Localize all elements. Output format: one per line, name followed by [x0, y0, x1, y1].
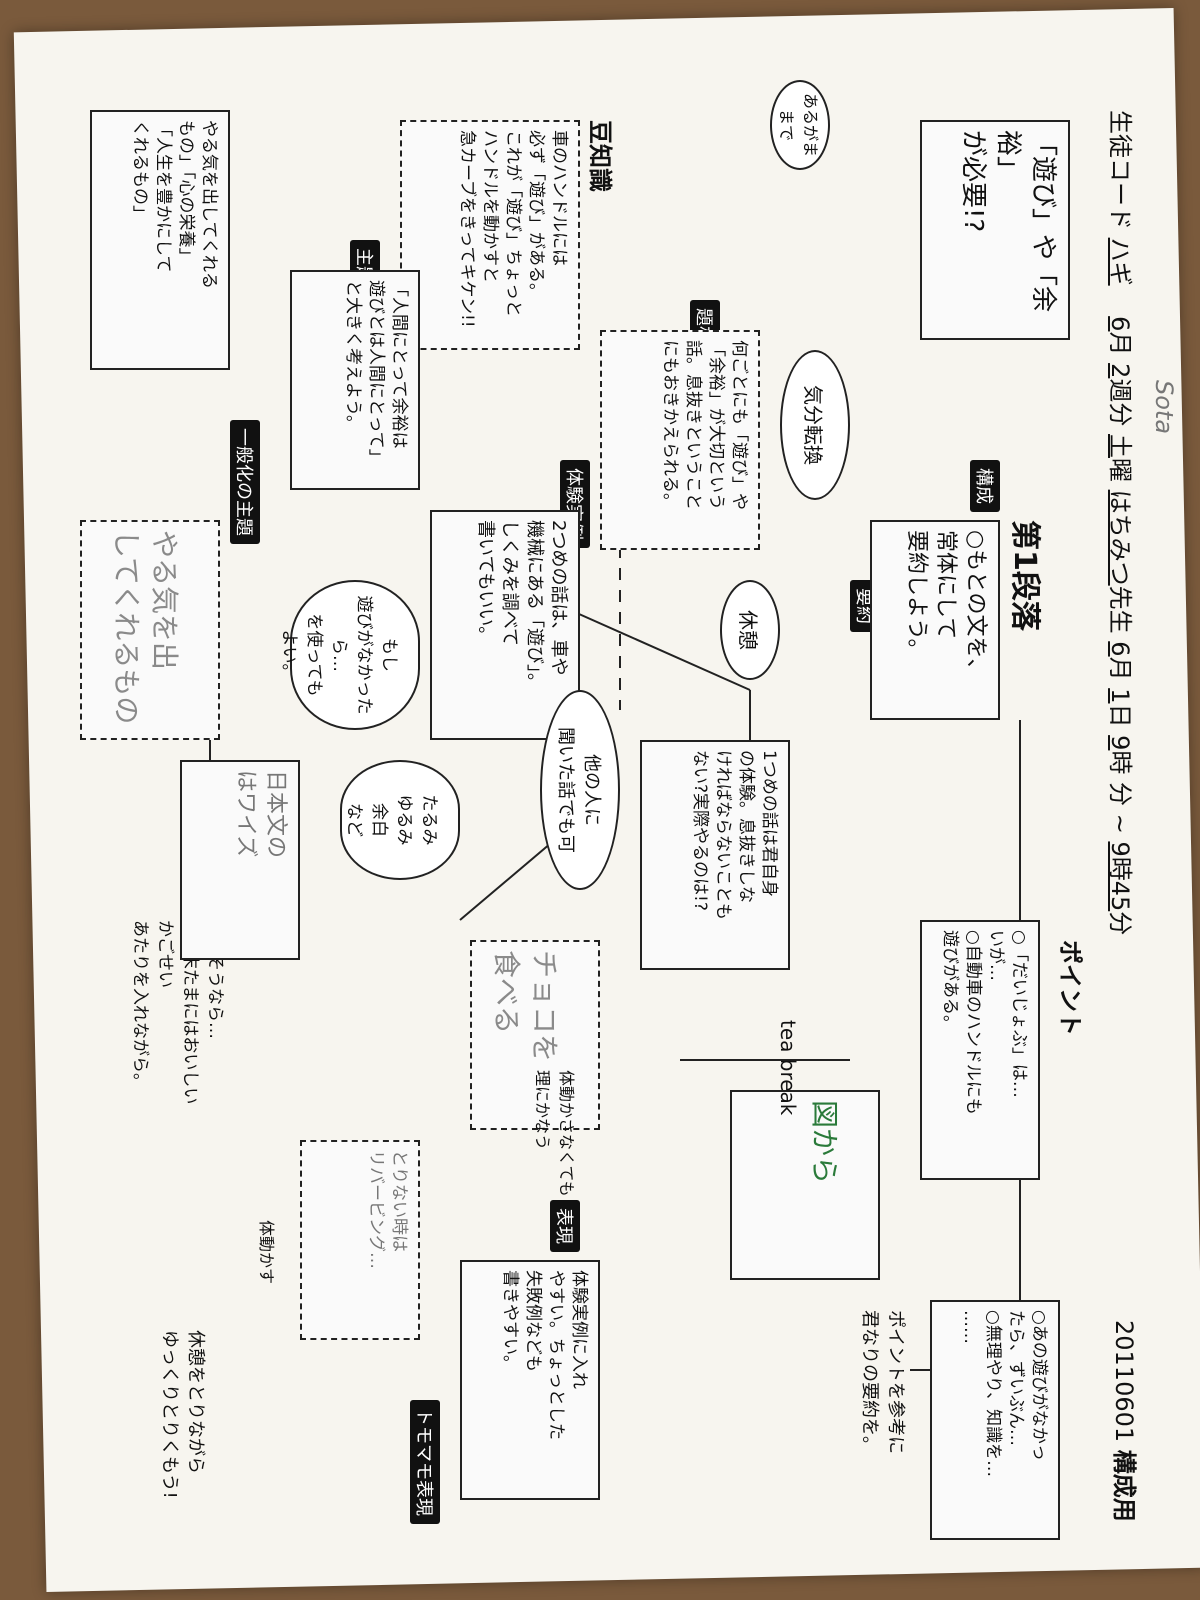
kyuukei-note: 休憩をとりながら ゆっくりとりくもう! [159, 1330, 206, 1499]
point-box: ○「だいじょぶ」は… いが… ○自動車のハンドルにも 遊びがある。 [920, 920, 1040, 1180]
month-unit-2: 月 [1106, 656, 1134, 681]
frog-note: 体動かす [257, 1220, 276, 1285]
cat-speech-bubble: あるがままで [770, 80, 830, 170]
kyoku-box: とりない時は リバービング… [300, 1140, 420, 1340]
illustration-box: 図から [730, 1090, 880, 1280]
mamechishiki-title: 豆知識 [586, 120, 614, 192]
instruction-box: ○もとの文を、 常体にして 要約しよう。 [870, 520, 1000, 720]
choco-text: チョコを 食べる [490, 950, 561, 1063]
tarumi-cloud: たるみ ゆるみ 余白 など [340, 760, 460, 880]
teacher: はちみつ [1106, 489, 1134, 586]
hyougen-tag: 表現 [550, 1200, 580, 1252]
hour-unit: 時 [1106, 750, 1134, 775]
point-note: ポイントを参考に 君なりの要約を。 [859, 1310, 906, 1454]
side-marks: 体動かさなくても 理にかなう [533, 1070, 576, 1197]
worksheet-code: 20110601 [1110, 1320, 1138, 1443]
diag-line [569, 609, 751, 691]
student-name: ハギ [1106, 237, 1134, 286]
minute-unit-2: 分 [1106, 911, 1134, 936]
week-unit: 週分 [1106, 378, 1134, 427]
mamechishiki-box: 車のハンドルには 必ず「遊び」がある。 これが「遊び」ちょっと ハンドルを動かす… [400, 120, 580, 350]
kyuukei-bubble: 休憩 [720, 580, 780, 680]
pencil-text-1: やる気を出 してくれるもの [110, 530, 181, 725]
week: 2 [1106, 363, 1134, 379]
hito-bubble: 他の人に 聞いた話でも可 [540, 690, 620, 890]
main-theme-box: 「遊び」や「余裕」 が必要!? [920, 120, 1070, 340]
first-story-box: 1つめの話は君自身 の体験。息抜きしな ければならないことも ない?実際やるのは… [640, 740, 790, 970]
kosei-tag: 構成 [970, 460, 1000, 512]
top-handwriting: Sota [1150, 380, 1178, 435]
tea-break-label: tea break [776, 1020, 800, 1116]
zu-kara-text: 図から [808, 1100, 841, 1185]
daizai-box: 何ごとにも「遊び」や 「余裕」が大切という 話。息抜きということ にもおきかえら… [600, 330, 760, 550]
day: 1 [1106, 688, 1134, 704]
code-label: 生徒コード [1106, 110, 1134, 230]
point-right-box: ○あの遊びがなかっ たら、ずいぶん… ○無理やり、知識を… …… [930, 1300, 1060, 1540]
month-unit: 月 [1106, 331, 1134, 356]
hyougen-box: 体験実例に入れ やすい。ちょっとした 失敗例なども 書きやすい。 [460, 1260, 600, 1500]
worksheet-content: 生徒コード ハギ 6月 2週分 土曜 はちみつ先生 6月 1日 9時 分 ~ 9… [20, 20, 1180, 1580]
day-unit: 日 [1106, 703, 1134, 728]
month2: 6 [1106, 641, 1134, 657]
point-title: ポイント [1056, 940, 1084, 1036]
weekday-unit: 曜 [1106, 458, 1134, 482]
ippanka-tag: 一般化の主題 [230, 420, 260, 544]
sonomi-box: やる気を出してくれる もの」「心の栄養」 「人生を豊かにして くれるもの」 [90, 110, 230, 370]
minute-unit: 分 [1106, 782, 1134, 807]
moshi-cloud: もし 遊びがなかったら… を使っても よい。 [279, 580, 420, 730]
shudai-box: 「人間にとって余裕は 遊びとは人間にとって」 と大きく考えよう。 [290, 270, 420, 490]
weekday: 土 [1106, 434, 1134, 458]
kibun-bubble: 気分転換 [780, 350, 850, 500]
section-title: 第1段落 [1007, 520, 1042, 631]
pencil-box-1: やる気を出 してくれるもの [80, 520, 220, 740]
header-row: 生徒コード ハギ 6月 2週分 土曜 はちみつ先生 6月 1日 9時 分 ~ 9… [1105, 110, 1140, 935]
hour-from: 9 [1106, 735, 1134, 751]
hour-to: 9時45 [1106, 841, 1134, 912]
teacher-unit: 先生 [1106, 585, 1134, 634]
nihon-box: 日本文の はワイズ [180, 760, 300, 960]
code-block: 20110601 構成用 [1109, 1320, 1144, 1522]
month1: 6 [1106, 316, 1134, 332]
form-type: 構成用 [1110, 1449, 1138, 1522]
hyougen-tag-2: トモマモ表現 [410, 1400, 440, 1524]
tilde: ~ [1106, 813, 1134, 834]
